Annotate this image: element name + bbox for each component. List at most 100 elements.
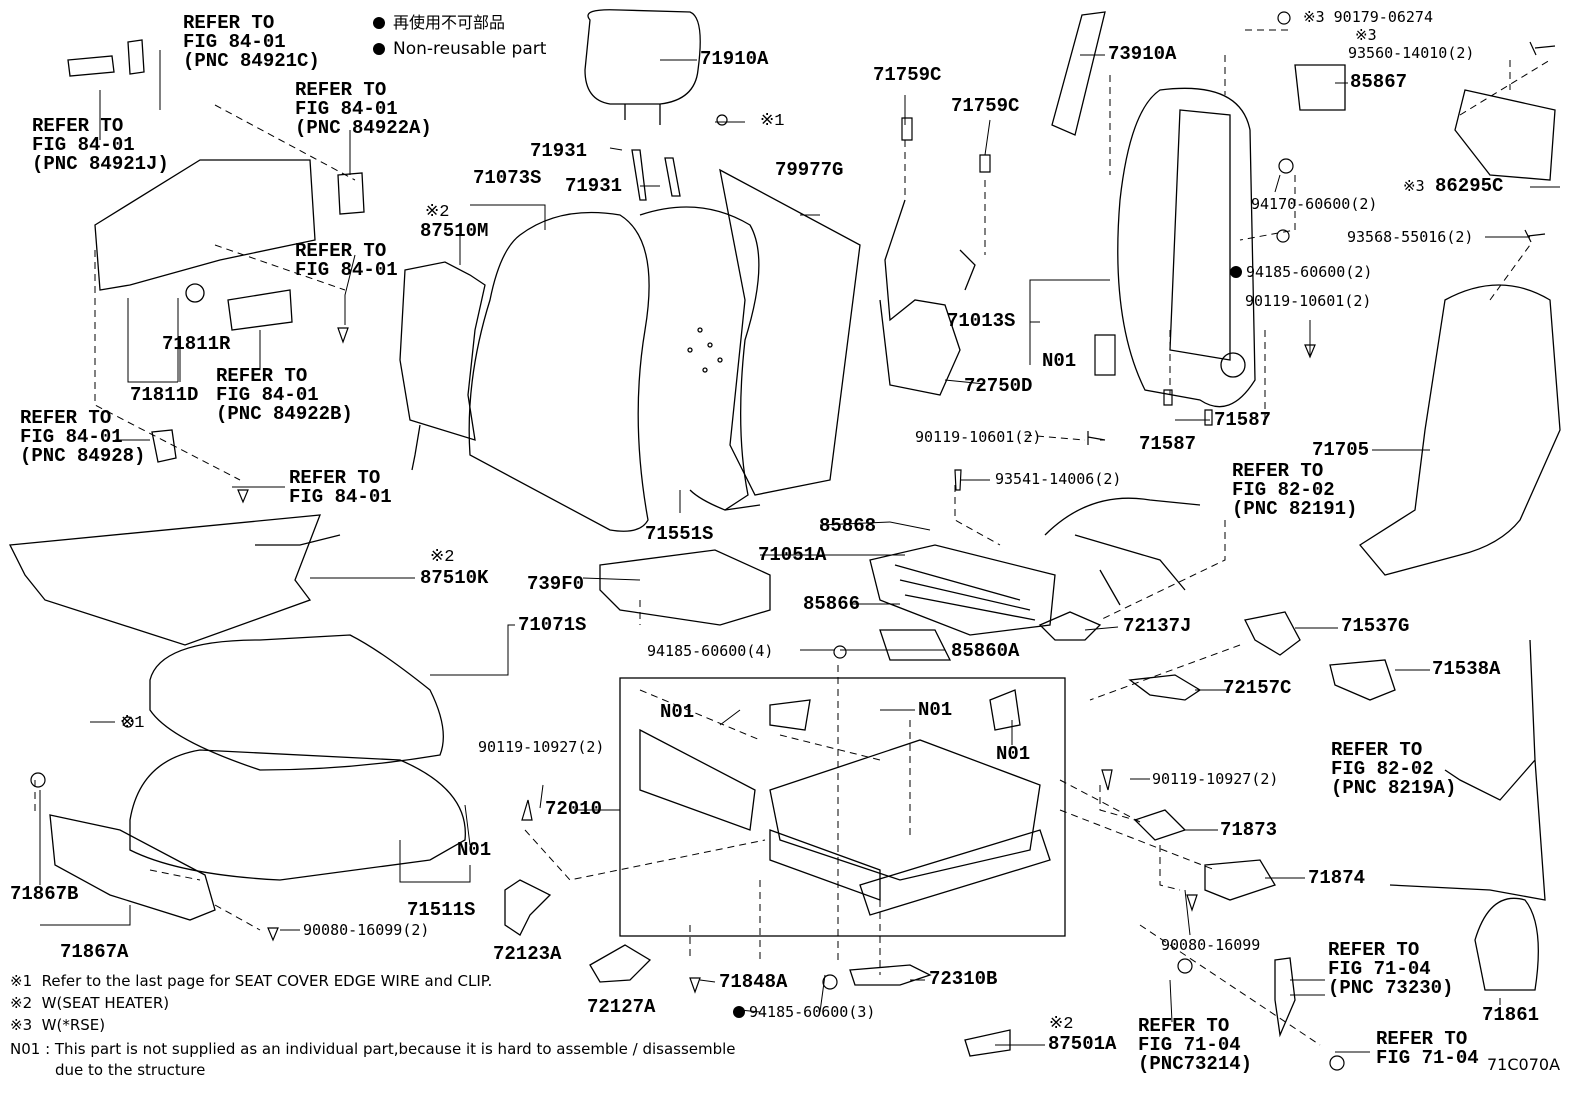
part-739F0[interactable]: 739F0 <box>527 573 585 595</box>
bracket-71873-drawing <box>1133 809 1187 841</box>
part-N01-e[interactable]: N01 <box>457 839 492 861</box>
part-72010[interactable]: 72010 <box>545 798 603 820</box>
part-71705[interactable]: 71705 <box>1312 439 1370 461</box>
part-85868[interactable]: 85868 <box>819 515 877 537</box>
part-72123A[interactable]: 72123A <box>493 943 562 965</box>
part-72157C[interactable]: 72157C <box>1223 677 1292 699</box>
part-71910A[interactable]: 71910A <box>700 48 769 70</box>
part-71931-b[interactable]: 71931 <box>565 175 623 197</box>
bracket-72137J-drawing <box>1038 611 1102 641</box>
ref-line: FIG 84-01 <box>20 426 123 448</box>
part-87501A[interactable]: 87501A <box>1048 1033 1117 1055</box>
dashed-lines <box>34 29 1551 1046</box>
fastener-90119-10927-a[interactable]: 90119-10927(2) <box>478 738 605 756</box>
part-71874[interactable]: 71874 <box>1308 867 1366 889</box>
ref-line: REFER TO <box>1138 1015 1230 1037</box>
part-71013S[interactable]: 71013S <box>947 310 1016 332</box>
part-79977G[interactable]: 79977G <box>775 159 844 181</box>
part-85866[interactable]: 85866 <box>803 593 861 615</box>
ref-line: REFER TO <box>183 12 275 34</box>
fastener-90119-10927-b[interactable]: 90119-10927(2) <box>1152 770 1279 788</box>
part-71861[interactable]: 71861 <box>1482 1004 1540 1026</box>
part-85867[interactable]: 85867 <box>1350 71 1408 93</box>
fastener-94170-60600[interactable]: 94170-60600(2) <box>1251 195 1378 213</box>
note-mark-1-b: ※1 <box>120 714 145 733</box>
part-85860A[interactable]: 85860A <box>951 640 1020 662</box>
fastener-94185-60600-3[interactable]: 94185-60600(3) <box>733 1004 875 1021</box>
part-N01-a[interactable]: N01 <box>1042 350 1077 372</box>
part-71071S[interactable]: 71071S <box>518 614 587 636</box>
fastener-90080-16099-a[interactable]: 90080-16099(2) <box>303 921 430 939</box>
part-71811D[interactable]: 71811D <box>130 384 199 406</box>
part-N01-d[interactable]: N01 <box>996 743 1031 765</box>
part-71759C-b[interactable]: 71759C <box>951 95 1020 117</box>
fastener-93560-14010[interactable]: 93560-14010(2) <box>1348 44 1475 62</box>
part-87510M[interactable]: 87510M <box>420 220 489 242</box>
part-86295C[interactable]: 86295C <box>1435 175 1504 197</box>
fastener-94185-60600-4[interactable]: 94185-60600(4) <box>647 642 774 660</box>
side-shield-drawing <box>94 159 316 291</box>
footnote-4-cont: due to the structure <box>55 1061 206 1079</box>
ref-line: FIG 84-01 <box>183 31 286 53</box>
seat-track-drawing <box>639 689 1051 916</box>
part-71867B[interactable]: 71867B <box>10 883 79 905</box>
part-71551S[interactable]: 71551S <box>645 523 714 545</box>
part-73910A[interactable]: 73910A <box>1108 43 1177 65</box>
harness-drawing <box>1044 497 1201 606</box>
part-71511S[interactable]: 71511S <box>407 899 476 921</box>
part-71587-b[interactable]: 71587 <box>1214 409 1272 431</box>
ref-line: FIG 84-01 <box>216 384 319 406</box>
ref-line: REFER TO <box>1331 739 1423 761</box>
part-72127A[interactable]: 72127A <box>587 996 656 1018</box>
part-71759C-a[interactable]: 71759C <box>873 64 942 86</box>
ref-line: (PNC 84922A) <box>295 117 432 139</box>
part-71587-a[interactable]: 71587 <box>1139 433 1197 455</box>
note-mark-3-93560: ※3 <box>1355 26 1377 44</box>
part-71867A[interactable]: 71867A <box>60 941 129 963</box>
part-71051A[interactable]: 71051A <box>758 544 827 566</box>
part-72750D[interactable]: 72750D <box>964 375 1033 397</box>
footnote-1: ※1 Refer to the last page for SEAT COVER… <box>10 972 493 990</box>
ref-line: FIG 84-01 <box>295 98 398 120</box>
fastener-93568-55016[interactable]: 93568-55016(2) <box>1347 228 1474 246</box>
lumbar-assembly-drawing <box>879 199 976 396</box>
part-72310B[interactable]: 72310B <box>929 968 998 990</box>
fastener-93541-14006[interactable]: 93541-14006(2) <box>995 470 1122 488</box>
fastener-90080-16099-b[interactable]: 90080-16099 <box>1161 936 1261 954</box>
fastener-94185-60600-2[interactable]: 94185-60600(2) <box>1230 264 1372 281</box>
leader-lines <box>39 50 1560 1053</box>
part-N01-b[interactable]: N01 <box>660 701 695 723</box>
ref-line: FIG 71-04 <box>1376 1047 1479 1069</box>
part-71931-a[interactable]: 71931 <box>530 140 588 162</box>
part-71873[interactable]: 71873 <box>1220 819 1278 841</box>
buckle-drawing <box>1274 957 1296 1038</box>
fastener-90179-06274[interactable]: ※3 90179-06274 <box>1303 8 1433 26</box>
part-N01-c[interactable]: N01 <box>918 699 953 721</box>
footnote-2: ※2 W(SEAT HEATER) <box>10 994 170 1012</box>
fastener-90119-10601-b[interactable]: 90119-10601(2) <box>915 428 1042 446</box>
part-71538A[interactable]: 71538A <box>1432 658 1501 680</box>
part-71848A[interactable]: 71848A <box>719 971 788 993</box>
fastener-90119-10601-a[interactable]: 90119-10601(2) <box>1245 292 1372 310</box>
harness-right-drawing <box>1389 639 1546 901</box>
part-71073S[interactable]: 71073S <box>473 167 542 189</box>
part-87510K[interactable]: 87510K <box>420 567 489 589</box>
part-72137J[interactable]: 72137J <box>1123 615 1192 637</box>
part-71537G[interactable]: 71537G <box>1341 615 1410 637</box>
ref-line: REFER TO <box>1328 939 1420 961</box>
non-reusable-dot-icon <box>373 17 385 29</box>
figure-code: 71C070A <box>1487 1055 1561 1074</box>
part-71811R[interactable]: 71811R <box>162 333 231 355</box>
